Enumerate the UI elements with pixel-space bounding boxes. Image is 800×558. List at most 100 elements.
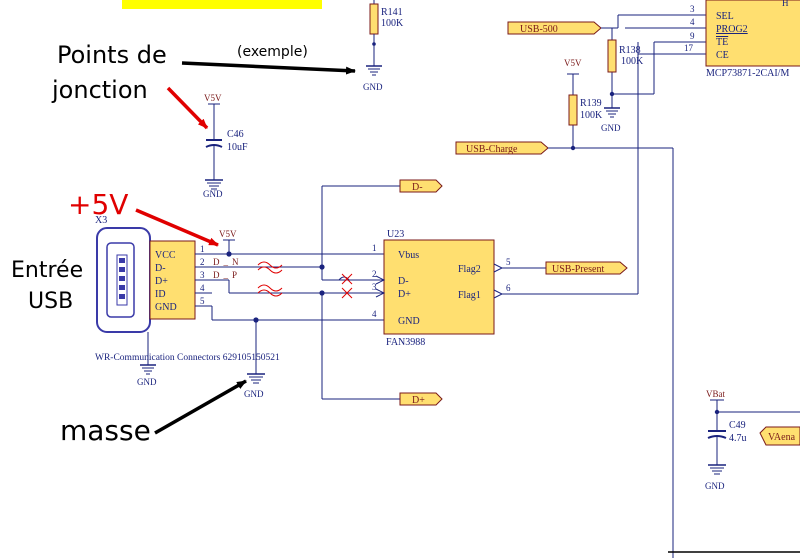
u23-ref: U23 [387,229,404,240]
net-label-usb500-text: USB-500 [520,24,558,35]
plus5v-red-arrow [135,208,219,247]
mcp-pin-te: TE [716,37,728,48]
c46-value: 10uF [227,142,248,153]
connector-part-label: WR-Communication Connectors 629105150521 [95,353,280,363]
net-label-usb-charge-text: USB-Charge [466,144,518,155]
x3-sig-dp: D_P [213,270,241,280]
c49-junction [714,409,720,415]
x3-pin-names: VCC D- D+ ID GND [155,250,177,313]
u23-num-1: 1 [372,243,377,253]
annot-entree: Entrée [11,258,83,283]
x3-pin-num-5: 5 [200,296,205,306]
annot-jonction: jonction [51,76,148,104]
x3-pin-dplus: D+ [155,276,168,287]
exemple-arrow [181,61,356,75]
r141-value: 100K [381,18,404,29]
annot-plus5v: +5V [68,188,128,221]
junction-dots [226,91,615,323]
u23-right-pins: Flag2 Flag1 5 6 [458,257,511,301]
x3-gnd-symbol [140,332,156,375]
r138-value: 100K [621,56,644,67]
x3-pin-num-3: 3 [200,270,205,280]
x3-pin-num-2: 2 [200,257,205,267]
mcp-top-clip: H [782,0,789,8]
mcp-pin-nums: 3 4 9 17 [684,4,695,53]
gnd-label-r141: GND [363,82,383,92]
mcp-num-3: 3 [690,4,695,14]
u23-num-6: 6 [506,283,511,293]
net-label-vaena-text: VAena [768,432,796,443]
mcp-part: MCP73871-2CAI/M [706,68,789,79]
u23-body [383,239,495,335]
r138-body [607,39,617,73]
u23-num-2: 2 [372,269,377,279]
u23-pin-flag1: Flag1 [458,290,481,301]
u23-left-pins: Vbus D- D+ GND [398,250,420,327]
mcp-pin-sel: SEL [716,11,734,22]
mcp-pins: SEL PROG2 TE CE [716,11,748,61]
usb-tongue [116,254,128,306]
net-label-vaena: VAena [759,426,800,446]
net-label-usb-present: USB-Present [545,261,628,275]
gnd-label-c49: GND [705,481,725,491]
u23-pin-flag2: Flag2 [458,264,481,275]
c49-vbat-label: VBat [706,389,725,399]
annot-points-de: Points de [57,41,167,69]
r139-v5v-label: V5V [564,58,582,68]
u23-pin-gnd: GND [398,316,420,327]
usb-contacts [119,258,125,299]
mcp-pin-prog2: PROG2 [716,24,748,35]
jonction-red-arrow [166,86,209,130]
net-label-dplus: D+ [399,392,443,406]
x3-pin-dminus: D- [155,263,166,274]
vcc-v5v-label: V5V [219,229,237,239]
c49-capacitor [707,399,800,475]
r139-ref: R139 [580,98,602,109]
diff-pair-marks [257,261,353,299]
mcp-body [705,0,800,67]
u23-pin-vbus: Vbus [398,250,419,261]
u23-num-5: 5 [506,257,511,267]
u23-pin-dminus: D- [398,276,409,287]
u23-right-wires [502,42,639,295]
masse-arrow [154,379,247,435]
x3-pin-numbers: 1 2 3 4 5 [200,244,205,306]
x3-pin-num-4: 4 [200,283,205,293]
annot-usb: USB [28,289,73,314]
gnd-label-r138: GND [601,123,621,133]
x3-pin-gnd: GND [155,302,177,313]
mcp-wires [548,14,706,149]
r139-body [568,94,578,126]
net-label-dminus-text: D- [412,182,423,193]
r138-ref: R138 [619,45,641,56]
x3-pin-num-1: 1 [200,244,205,254]
u23-num-3: 3 [372,282,377,292]
r141-ref: R141 [381,7,403,18]
c46-v5v-label: V5V [204,93,222,103]
mcp-num-9: 9 [690,31,695,41]
annot-masse: masse [60,414,151,447]
x3-signal-names: D_N D_P [213,257,243,280]
main-gnd-symbol [247,373,265,384]
r139-value: 100K [580,110,603,121]
x3-pin-id: ID [155,289,166,300]
net-label-dminus: D- [399,179,443,193]
highlight-strip [122,0,322,9]
x3-pin-vcc: VCC [155,250,176,261]
c46-capacitor [205,103,223,190]
gnd-label-c46: GND [203,189,223,199]
x3-sig-dn: D_N [213,257,243,267]
c49-value: 4.7u [729,433,747,444]
usb-connector-icon [106,242,135,318]
gnd-label-main: GND [244,389,264,399]
r138-gnd-symbol [604,107,620,118]
mcp-pin-ce: CE [716,50,729,61]
gnd-label-x3: GND [137,377,157,387]
net-label-usb-charge: USB-Charge [455,141,549,155]
net-label-dplus-text: D+ [412,395,425,406]
mcp-num-4: 4 [690,17,695,27]
x3-ref: X3 [95,215,107,226]
r141-resistor [366,0,382,76]
net-label-usb500: USB-500 [507,21,602,35]
